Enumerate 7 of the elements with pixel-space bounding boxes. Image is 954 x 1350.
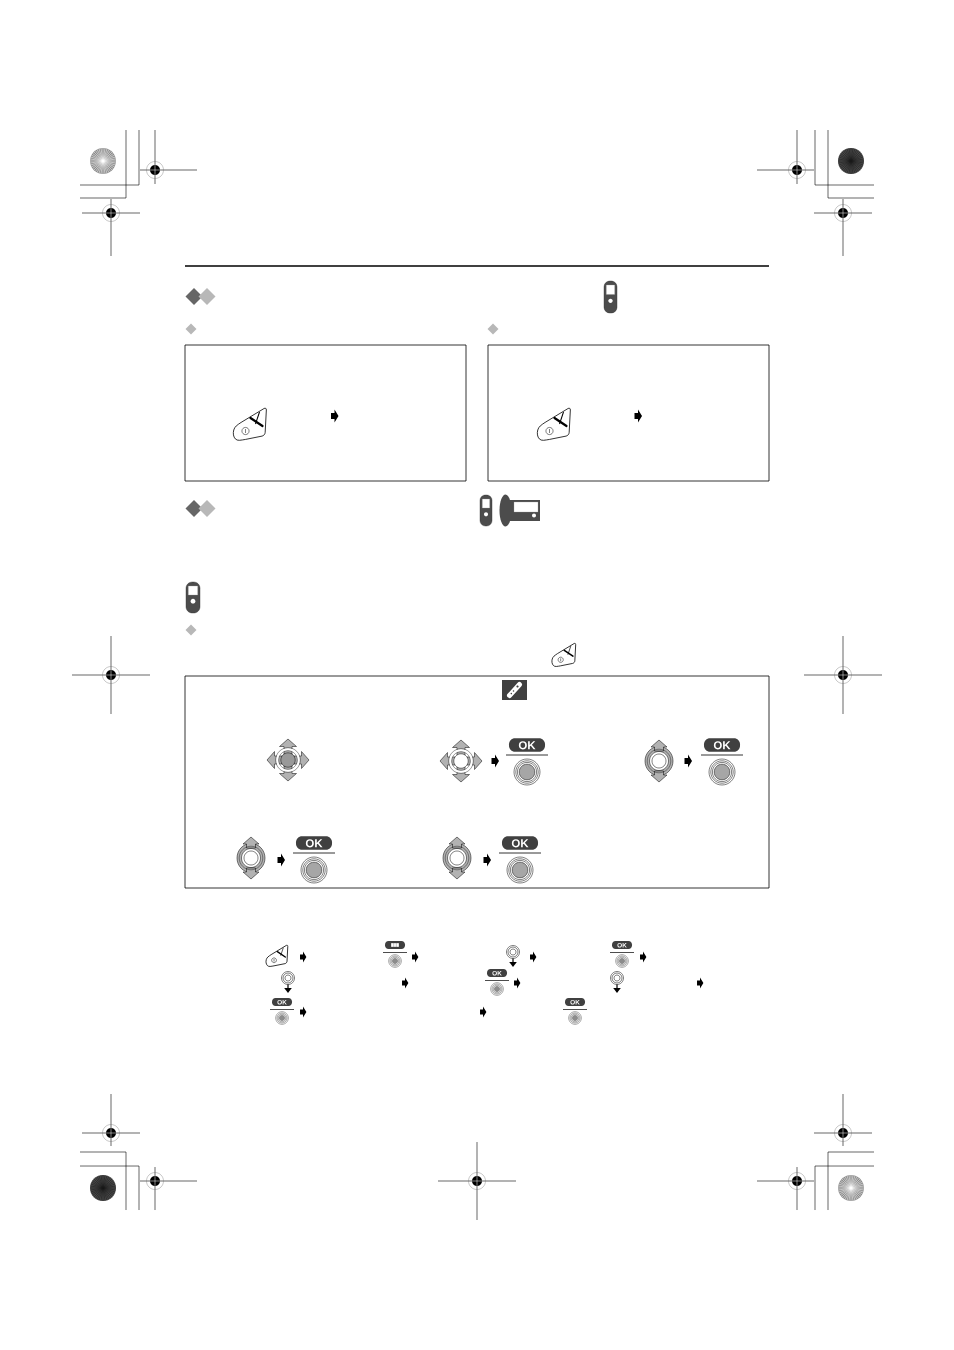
- ok-key: OK: [292, 836, 336, 884]
- ok-key: OK: [700, 738, 744, 786]
- ok-key: OK: [505, 738, 549, 786]
- instruction-panel: [184, 344, 467, 482]
- ok-key: OK: [498, 836, 542, 884]
- instruction-panel: [184, 675, 770, 889]
- instruction-panel: [487, 344, 770, 482]
